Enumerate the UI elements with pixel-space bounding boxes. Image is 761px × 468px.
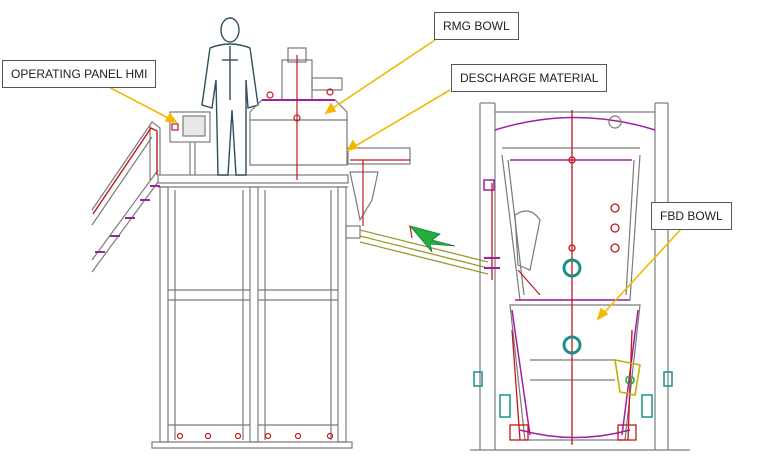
transfer-pipe [359,229,489,275]
hmi-panel-icon [169,111,211,175]
discharge-chute [345,147,411,239]
fbd-teal-feet [473,371,673,418]
label-discharge-material: DESCHARGE MATERIAL [451,64,608,92]
label-operating-panel: OPERATING PANEL HMI [2,60,157,88]
callout-arrows [104,39,683,321]
base-markers-left [176,432,334,440]
rmg-red-axis [266,55,334,180]
fbd-frame [470,102,690,451]
stair-treads [95,185,160,253]
staircase [91,121,161,273]
fbd-teal-ports [562,115,622,355]
flow-arrow [408,225,456,253]
fbd-yellow-valve [614,358,641,396]
fbd-side-arm [514,210,541,296]
person-icon [201,17,259,176]
handrail-red [92,127,158,215]
label-rmg-bowl: RMG BOWL [434,12,519,40]
fbd-mag-connector [484,257,500,269]
rmg-platform [151,174,353,449]
label-fbd-bowl: FBD BOWL [651,202,732,230]
